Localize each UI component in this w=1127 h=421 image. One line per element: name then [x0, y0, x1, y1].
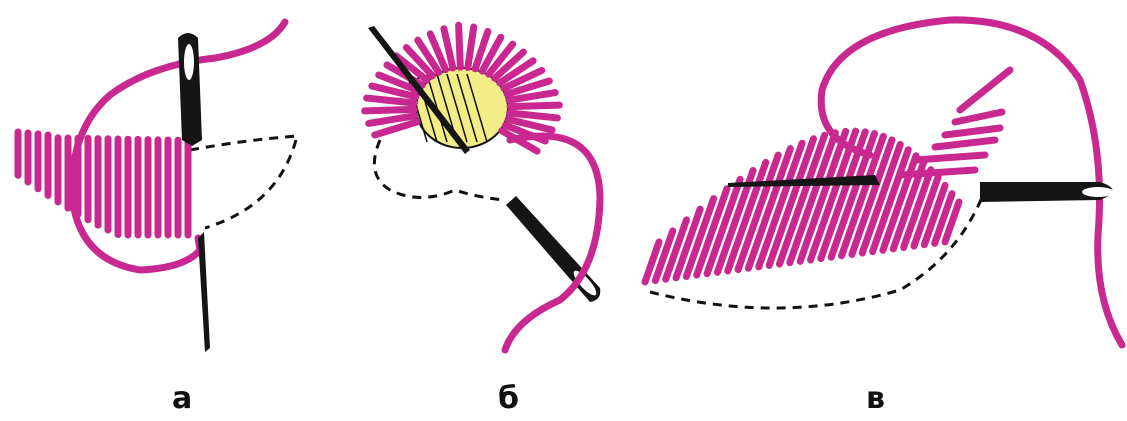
stitch [459, 25, 461, 67]
stitch [367, 98, 415, 103]
caption-c: в [866, 384, 885, 414]
caption-b: б [498, 384, 519, 414]
stitch [960, 70, 1010, 110]
figure-b [365, 25, 601, 350]
stitch [468, 27, 474, 68]
stitches-c [645, 70, 1010, 282]
caption-a: а [172, 384, 192, 414]
needle-icon [980, 182, 1114, 202]
stitch [935, 140, 995, 147]
stitches-a [18, 132, 188, 235]
stitch [915, 155, 985, 160]
figure-a [18, 22, 297, 352]
stitch [900, 170, 975, 175]
stitch [365, 109, 414, 110]
needle-icon [178, 33, 210, 352]
stitch [510, 105, 559, 106]
dashed-outline-a [190, 136, 297, 228]
stitch [510, 113, 558, 118]
stitch [955, 112, 1002, 122]
figure-c [645, 20, 1122, 345]
stitch [945, 128, 1000, 135]
dashed-outline-b [374, 140, 505, 200]
